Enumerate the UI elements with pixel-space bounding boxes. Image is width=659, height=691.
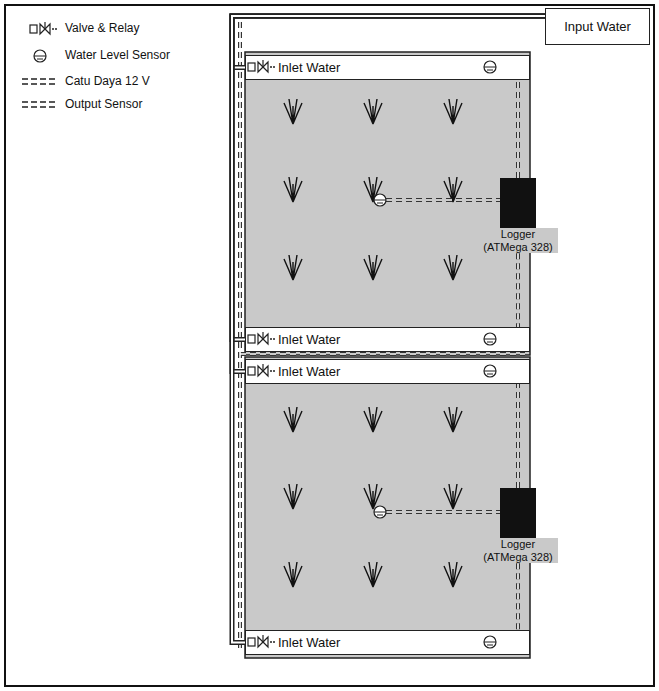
valve-relay-symbol [248,60,275,647]
inlet-channel [245,327,530,352]
legend-symbols [22,22,57,107]
legend-label: Output Sensor [65,97,142,111]
sensor-cable [518,384,519,488]
legend-label: Valve & Relay [65,21,139,35]
inlet-channel [245,359,530,384]
logger-label: Logger (ATMega 328) [478,228,558,253]
water-pipe [232,16,545,372]
legend-label: Catu Daya 12 V [65,74,150,88]
logger-label: Logger (ATMega 328) [478,538,558,563]
inlet-water-band: Inlet Water [245,630,530,655]
logger-box [500,178,536,228]
inlet-channel [245,630,530,655]
paddy-plot [245,52,530,355]
inlet-water-band: Inlet Water [245,359,530,384]
legend-label: Water Level Sensor [65,48,170,62]
node-label: Inlet Water [278,60,340,75]
water-pipe [232,16,545,68]
water-pipe [232,16,545,340]
logger-box [500,488,536,538]
sensor-cable [518,253,519,327]
logger-unit: Logger (ATMega 328) [478,488,558,563]
sensor-cable [518,563,519,630]
node-label: Inlet Water [278,364,340,379]
input-water-box: Input Water [545,8,650,45]
paddy-plot [245,357,530,658]
outer-frame [5,5,654,686]
logger-unit: Logger (ATMega 328) [478,178,558,253]
sensor-cable [518,80,519,178]
node-label: Input Water [564,19,631,34]
inlet-channel [245,55,530,80]
inlet-water-band: Inlet Water [245,327,530,352]
node-label: Inlet Water [278,635,340,650]
inlet-water-band: Inlet Water [245,55,530,80]
node-label: Inlet Water [278,332,340,347]
